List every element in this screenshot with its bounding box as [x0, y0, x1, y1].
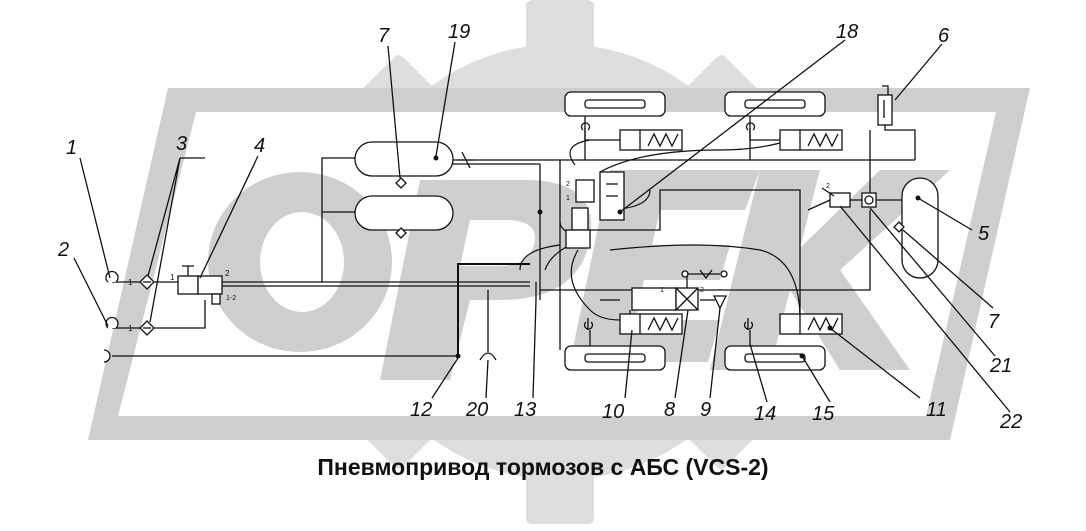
svg-text:2: 2 — [225, 269, 230, 278]
line-filter-3b — [139, 320, 155, 336]
brake-chamber-front-left — [619, 129, 683, 151]
svg-text:1: 1 — [128, 324, 133, 333]
label-7b: 7 — [988, 311, 1000, 333]
label-10: 10 — [602, 401, 624, 423]
pressure-limiter-22: 2 — [821, 183, 851, 208]
brake-chamber-11 — [779, 313, 843, 335]
label-14: 14 — [754, 403, 776, 425]
valve-9 — [712, 295, 728, 310]
label-20: 20 — [465, 399, 488, 421]
svg-text:2: 2 — [566, 181, 570, 188]
reference-numbers: 1 2 3 4 5 6 7 7 8 9 10 11 12 13 14 15 18… — [57, 21, 1022, 433]
air-receiver-19 — [354, 141, 454, 189]
label-22: 22 — [999, 411, 1022, 433]
label-7a: 7 — [378, 25, 390, 47]
speed-sensor-fr — [745, 122, 756, 140]
label-13: 13 — [514, 399, 536, 421]
label-12: 12 — [410, 399, 432, 421]
watermark-logo — [88, 0, 1030, 524]
label-21: 21 — [989, 355, 1012, 377]
label-11: 11 — [926, 399, 947, 421]
line-filter-3a — [139, 274, 155, 290]
svg-text:2: 2 — [700, 287, 704, 294]
pressure-switch-6 — [877, 85, 893, 126]
leader-lines — [73, 39, 1011, 413]
svg-text:2: 2 — [826, 183, 830, 190]
svg-text:1: 1 — [660, 287, 664, 294]
label-8: 8 — [664, 399, 675, 421]
air-receiver-lower — [354, 195, 454, 239]
diagram-caption: Пневмопривод тормозов с АБС (VCS-2) — [317, 454, 769, 480]
relay-valve-8: 1 2 — [631, 269, 728, 311]
brake-chamber-front-right — [779, 129, 843, 151]
speed-sensor-fl — [580, 122, 591, 140]
svg-text:1: 1 — [128, 278, 133, 287]
label-2: 2 — [57, 239, 69, 261]
wheel-rear-left — [564, 345, 666, 371]
wheel-front-right — [724, 91, 826, 117]
label-3: 3 — [176, 133, 187, 155]
coupling-head-bottom — [103, 349, 111, 363]
svg-text:1-2: 1-2 — [226, 295, 236, 302]
coupling-head-2: 1 — [105, 316, 133, 333]
svg-text:1: 1 — [170, 273, 175, 282]
speed-sensor-rl — [583, 318, 594, 330]
label-15: 15 — [812, 403, 835, 425]
protection-valve-21 — [861, 192, 877, 208]
label-5: 5 — [978, 223, 990, 245]
label-9: 9 — [700, 399, 711, 421]
label-18: 18 — [836, 21, 858, 43]
control-valve-4: 1 2 1-2 — [170, 265, 236, 305]
label-19: 19 — [448, 21, 470, 43]
brake-chamber-10 — [619, 313, 683, 335]
check-valve-top — [458, 151, 474, 169]
svg-text:1: 1 — [566, 195, 570, 202]
speed-sensor-rr-14 — [743, 318, 754, 330]
label-4: 4 — [254, 135, 265, 157]
label-1: 1 — [66, 137, 77, 159]
label-6: 6 — [938, 25, 950, 47]
wheel-front-left — [564, 91, 666, 117]
wheel-rear-right — [724, 345, 826, 371]
connector-20 — [479, 290, 497, 361]
